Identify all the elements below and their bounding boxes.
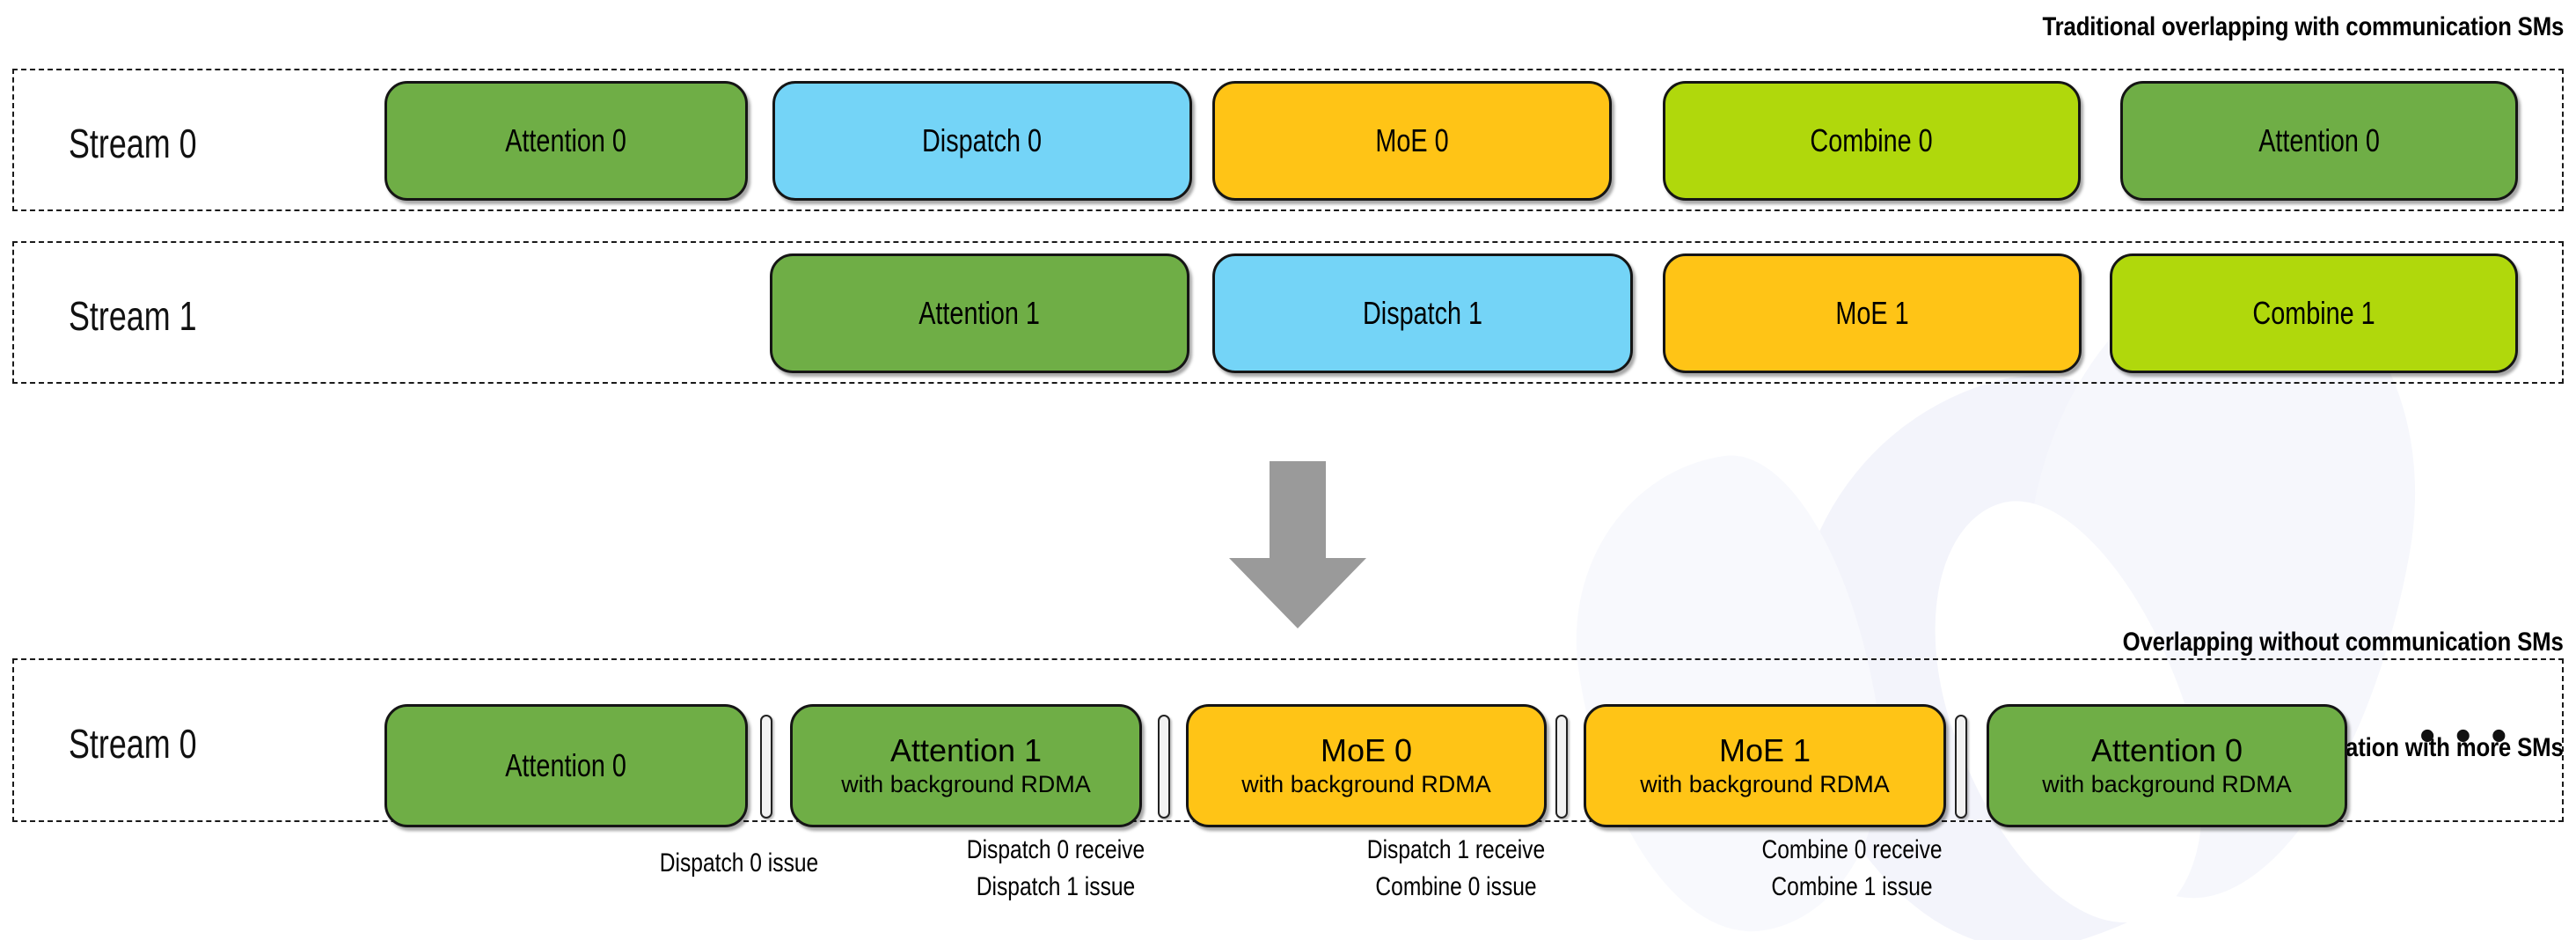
annotation-line: Combine 1 issue [1771, 872, 1933, 901]
task-block-title: MoE 0 [1375, 122, 1449, 158]
task-block-subtitle: with background RDMA [1241, 771, 1491, 797]
task-block-subtitle: with background RDMA [841, 771, 1091, 797]
task-block: Combine 0 [1663, 81, 2081, 201]
task-block-title: Attention 0 [505, 122, 627, 158]
task-block: Attention 0 [384, 81, 748, 201]
task-block: MoE 1 [1663, 253, 2082, 373]
task-block: Attention 1 [770, 253, 1189, 373]
lane-label-stream-0: Stream 0 [69, 121, 197, 166]
timeline-annotation: Dispatch 0 issue [595, 845, 883, 882]
task-block: Attention 0 [384, 704, 748, 827]
task-block-title: MoE 0 [1320, 732, 1413, 768]
block-separator-bar [1158, 715, 1170, 819]
task-block: Attention 0 with background RDMA [1987, 704, 2347, 827]
lane-label-stream-0-bottom: Stream 0 [69, 721, 197, 767]
block-separator-bar [1555, 715, 1568, 819]
heading-traditional-overlapping: Traditional overlapping with communicati… [2042, 12, 2564, 41]
annotation-line: Dispatch 0 issue [659, 848, 819, 878]
lane-label-stream-1: Stream 1 [69, 293, 197, 339]
stream-lane-1 [12, 241, 2564, 384]
task-block-title: MoE 1 [1835, 295, 1909, 331]
task-block-title: MoE 1 [1718, 732, 1811, 768]
task-block: Combine 1 [2110, 253, 2518, 373]
block-separator-bar [760, 715, 772, 819]
task-block: Attention 1 with background RDMA [790, 704, 1142, 827]
task-block-title: Attention 0 [505, 747, 627, 783]
task-block: MoE 0 with background RDMA [1186, 704, 1547, 827]
task-block-title: Attention 1 [889, 732, 1043, 768]
ellipsis-continuation: • • • [2419, 710, 2511, 761]
task-block: Attention 0 [2120, 81, 2518, 201]
task-block: MoE 1 with background RDMA [1584, 704, 1946, 827]
task-block: MoE 0 [1212, 81, 1612, 201]
task-block-subtitle: with background RDMA [1640, 771, 1890, 797]
task-block-title: Attention 0 [2090, 732, 2243, 768]
task-block-title: Combine 1 [2252, 295, 2375, 331]
task-block: Dispatch 0 [772, 81, 1192, 201]
annotation-line: Dispatch 1 issue [976, 872, 1136, 901]
task-block-subtitle: with background RDMA [2042, 771, 2292, 797]
block-separator-bar [1955, 715, 1967, 819]
task-block-title: Dispatch 0 [922, 122, 1043, 158]
annotation-line: Combine 0 issue [1375, 872, 1537, 901]
heading-bottom-line-1: Overlapping without communication SMs [2122, 628, 2564, 657]
annotation-line: Combine 0 receive [1761, 835, 1943, 864]
task-block-title: Combine 0 [1810, 122, 1934, 158]
task-block-title: Attention 1 [918, 295, 1041, 331]
annotation-line: Dispatch 0 receive [966, 835, 1145, 864]
down-arrow-icon [1229, 461, 1366, 628]
stream-lane-0 [12, 69, 2564, 211]
annotation-line: Dispatch 1 receive [1366, 835, 1546, 864]
task-block: Dispatch 1 [1212, 253, 1633, 373]
task-block-title: Dispatch 1 [1362, 295, 1483, 331]
task-block-title: Attention 0 [2258, 122, 2380, 158]
